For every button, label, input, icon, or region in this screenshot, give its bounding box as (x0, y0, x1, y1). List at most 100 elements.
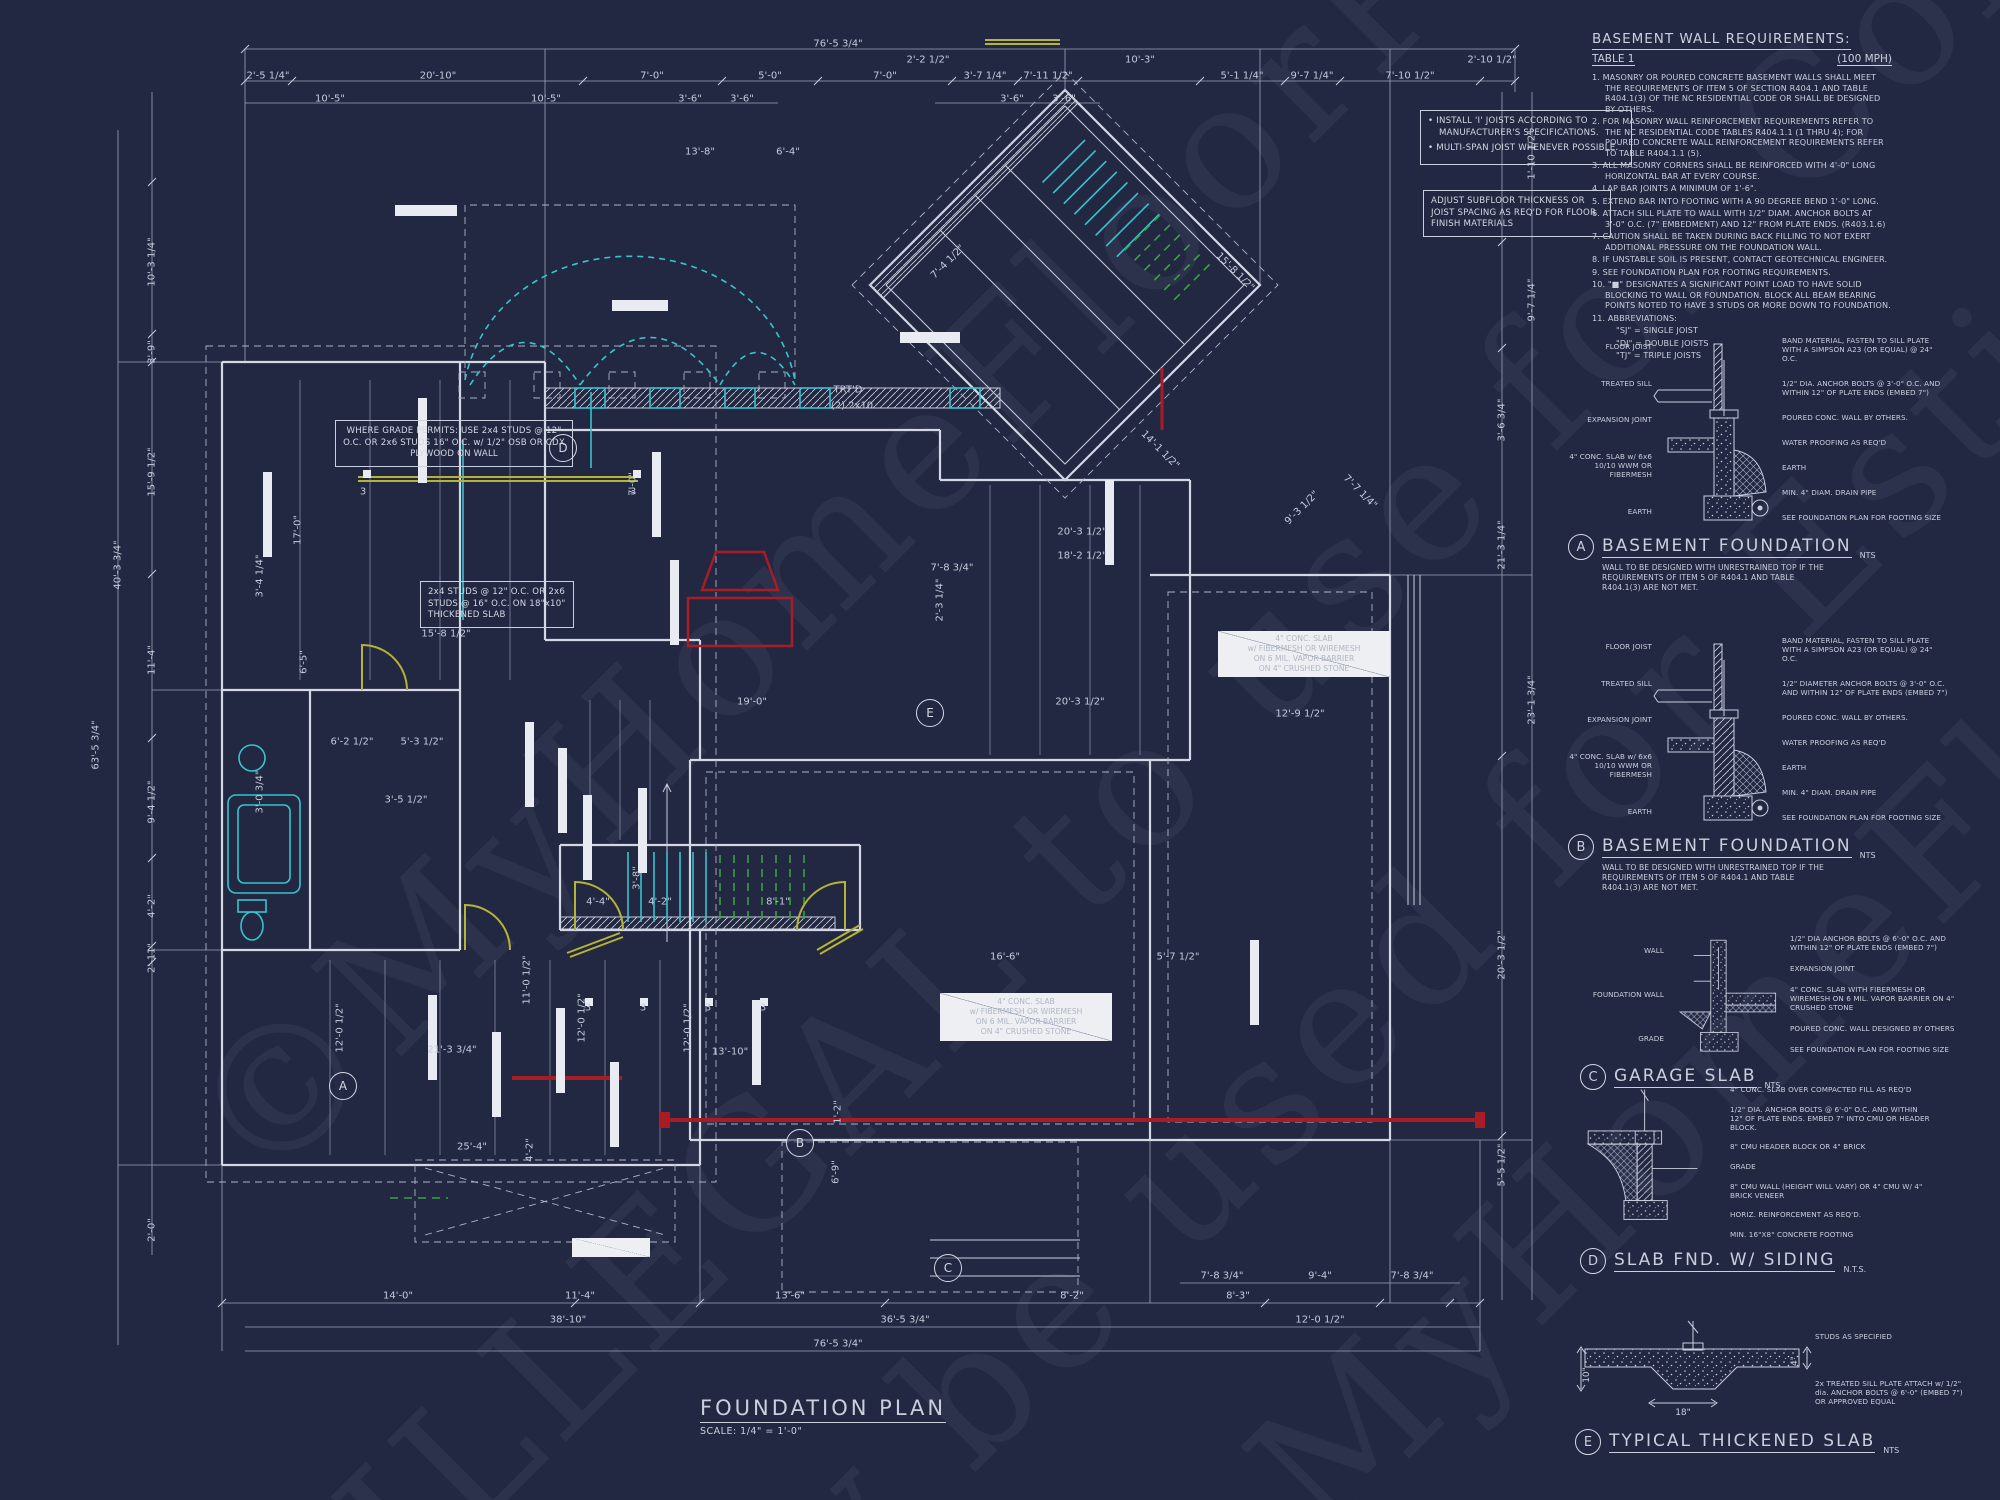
dim-label: 9'-7 1/4" (1290, 70, 1334, 82)
detail-e-sketch: 10" 4" 18" (1576, 1320, 1812, 1418)
dim-label: 3 (359, 486, 367, 498)
detail-label: 8" CMU HEADER BLOCK OR 4" BRICK (1730, 1142, 1866, 1152)
dim-label: 9'-4" (1308, 1270, 1332, 1282)
dim-label: 7'-10 1/2" (1385, 70, 1435, 82)
footing-dashed (205, 71, 1373, 1293)
detail-label: TREATED SILL (1601, 678, 1652, 688)
detail-label: EXPANSION JOINT (1790, 964, 1855, 973)
dim-label: 3 (639, 1002, 647, 1014)
dim-label: 2'-10 1/2" (1467, 54, 1517, 66)
slab-label-line: 4" CONC. SLAB (997, 996, 1055, 1006)
dim-label: 7'-0" (873, 70, 897, 82)
detail-label: WALL (1643, 945, 1664, 955)
yellow-elements (358, 39, 1060, 958)
dim-label: 3 (704, 1002, 712, 1014)
dim-label: 8'-1" (766, 896, 790, 908)
requirement-item: 1. MASONRY OR POURED CONCRETE BASEMENT W… (1592, 72, 1881, 114)
dim-label: 6'-5" (298, 650, 310, 674)
dim-label: 3'-4 1/4" (254, 554, 266, 598)
detail-c-letter: C (1580, 1064, 1606, 1090)
joist-lines (299, 380, 1141, 1155)
dim-label: 2'-11" (146, 942, 158, 974)
dim-label: 10'-5" (530, 93, 562, 105)
hatched-bands (544, 89, 1079, 930)
note-box-studs: 2x4 STUDS @ 12" O.C. OR 2x6 STUDS @ 16" … (420, 581, 574, 628)
dim-label: 18'-2 1/2" (1057, 550, 1107, 562)
dim-label: 11'-4" (146, 644, 158, 676)
dim-label: TRT'D (833, 384, 863, 396)
dim-label: 7'-7 1/4" (1340, 472, 1380, 512)
note-line: INSTALL 'I' JOISTS ACCORDING TO MANUFACT… (1428, 116, 1624, 139)
dim-label: 7'-8 3/4" (930, 562, 974, 574)
dim-label: 12'-0 1/2" (1295, 1314, 1345, 1326)
requirement-item: 2. FOR MASONRY WALL REINFORCEMENT REQUIR… (1592, 116, 1884, 158)
plan-marker-e: E (916, 699, 944, 727)
detail-e-dim: 10" (1582, 1367, 1592, 1383)
cyan-elements (227, 139, 1160, 941)
dim-label: 4'-2" (648, 896, 672, 908)
dim-label: 3'-7 1/4" (963, 70, 1007, 82)
detail-label: FOUNDATION WALL (1592, 989, 1664, 999)
dim-label: 21'-3 1/4" (1496, 520, 1508, 570)
requirements-table: TABLE 1 (1592, 53, 1635, 66)
dim-label: 12'-0 1/2" (682, 1003, 694, 1053)
dim-label: 9'-4 1/2" (146, 780, 158, 824)
dim-label: 3'-6" (678, 93, 702, 105)
dim-label: 40'-3 3/4" (112, 540, 124, 590)
basement-wall-requirements: BASEMENT WALL REQUIREMENTS: TABLE 1 (100… (1592, 28, 1892, 363)
detail-c-sketch (1678, 939, 1777, 1052)
note-line: MULTI-SPAN JOIST WHENEVER POSSIBLE. (1428, 143, 1624, 155)
detail-label: FLOOR JOIST (1605, 341, 1652, 351)
dim-label: 13'-10" (711, 1046, 749, 1058)
requirement-item: 7. CAUTION SHALL BE TAKEN DURING BACK FI… (1592, 231, 1871, 252)
detail-e-title: TYPICAL THICKENED SLAB (1609, 1431, 1876, 1453)
detail-d-sketch (1586, 1089, 1698, 1220)
dim-label: 38'-10" (549, 1314, 587, 1326)
detail-label: MIN. 16"X8" CONCRETE FOOTING (1730, 1229, 1854, 1239)
dim-label: 63'-5 3/4" (90, 720, 102, 770)
detail-label: POURED CONC. WALL BY OTHERS. (1782, 413, 1909, 422)
dim-label: 12'-0 1/2" (576, 993, 588, 1043)
detail-label: EARTH (1627, 807, 1652, 817)
requirements-title: BASEMENT WALL REQUIREMENTS: (1592, 31, 1851, 50)
requirement-item: 8. IF UNSTABLE SOIL IS PRESENT, CONTACT … (1592, 254, 1888, 265)
detail-label: FLOOR JOIST (1605, 641, 1652, 651)
note-box-subfloor: ADJUST SUBFLOOR THICKNESS OR JOIST SPACI… (1423, 190, 1611, 237)
requirement-item: "DJ" = DOUBLE JOISTS (1616, 337, 1709, 348)
requirement-item: 6. ATTACH SILL PLATE TO WALL WITH 1/2" D… (1592, 208, 1886, 229)
detail-label: EARTH (1782, 463, 1807, 472)
dim-label: 7'-8 3/4" (1200, 1270, 1244, 1282)
dim-label: 4'-4" (586, 896, 610, 908)
detail-label: HORIZ. REINFORCEMENT AS REQ'D. (1730, 1210, 1862, 1220)
detail-e-letter: E (1575, 1429, 1601, 1455)
detail-label: 8" CMU WALL (HEIGHT WILL VARY) OR 4" CMU… (1730, 1181, 1923, 1200)
detail-d-letter: D (1580, 1248, 1606, 1274)
detail-label: BAND MATERIAL, FASTEN TO SILL PLATE WITH… (1782, 636, 1933, 663)
dim-label: 14'-1 1/2" (1138, 428, 1182, 472)
dim-label: 7'-0" (640, 70, 664, 82)
detail-label: EARTH (1782, 763, 1807, 772)
dim-label: 3'-6" (1000, 93, 1024, 105)
detail-label: 1/2" DIA. ANCHOR BOLTS @ 6'-0" O.C. AND … (1730, 1104, 1930, 1132)
dim-label: 15'-8 1/2" (1213, 250, 1257, 294)
dim-label: 3'-9" (146, 340, 158, 364)
plan-marker-b: B (786, 1129, 814, 1157)
plan-marker-c: C (934, 1254, 962, 1282)
dim-label: 15'-9 1/2" (146, 447, 158, 497)
detail-label: SEE FOUNDATION PLAN FOR FOOTING SIZE (1790, 1045, 1950, 1054)
dim-label: 8'-2" (1060, 1290, 1084, 1302)
dim-label: 14'-0" (382, 1290, 414, 1302)
requirements-wind: (100 MPH) (1837, 53, 1892, 66)
note-box-grade: WHERE GRADE PERMITS: USE 2x4 STUDS @ 12"… (335, 420, 573, 467)
requirement-item: 3. ALL MASONRY CORNERS SHALL BE REINFORC… (1592, 160, 1876, 181)
dim-label: 3'-6" (1052, 93, 1076, 105)
slab-label-line: w/ FIBERMESH OR WIREMESH (1247, 643, 1361, 653)
dim-label: 3'-6" (730, 93, 754, 105)
dim-label: 5'-5 1/2" (1496, 1143, 1508, 1187)
detail-label: SEE FOUNDATION PLAN FOR FOOTING SIZE (1782, 513, 1942, 522)
detail-label: 4" CONC. SLAB w/ 6x6 10/10 WWM OR FIBERM… (1569, 752, 1652, 780)
